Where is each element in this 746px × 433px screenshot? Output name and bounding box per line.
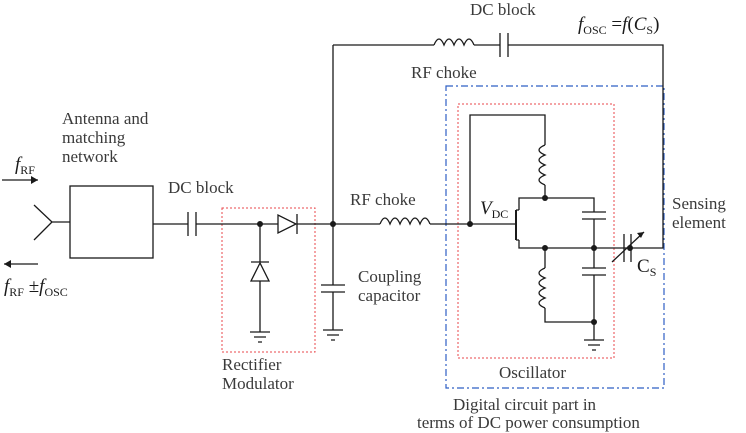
oscillator-inductor-top (538, 144, 547, 186)
dc-block-left-label: DC block (168, 178, 234, 197)
digital-circuit-region (445, 85, 665, 389)
coupling-capacitor-symbol (321, 284, 345, 341)
oscillator-capacitor-upper (582, 211, 606, 248)
v-dc-label: VDC (480, 198, 508, 221)
f-osc-equation: fOSC =f(CS) (578, 14, 659, 37)
oscillator-capacitor-lower (582, 248, 606, 340)
rf-in-arrow (2, 176, 38, 184)
dc-block-top-label: DC block (470, 0, 536, 19)
c-s-label: CS (637, 256, 656, 279)
rf-choke-middle (379, 217, 431, 226)
ground-oscillator (584, 339, 604, 351)
rf-choke-top-label: RF choke (411, 63, 477, 82)
matching-network-box (69, 185, 154, 259)
f-rf-label: fRF (15, 154, 35, 177)
oscillator-label: Oscillator (499, 363, 566, 382)
coupling-capacitor-label-line2: capacitor (358, 286, 421, 305)
rf-choke-middle-label: RF choke (350, 190, 416, 209)
rectifier-modulator-region (221, 207, 316, 353)
series-diode (277, 213, 298, 235)
oscillator-inductor-bottom (538, 267, 547, 309)
sensing-element-label-line1: Sensing (672, 194, 726, 213)
antenna-label-line1: Antenna and (62, 109, 149, 128)
rf-choke-top (433, 38, 475, 47)
shunt-diode (249, 224, 271, 332)
f-rf-pm-f-osc-label: fRF ±fOSC (4, 276, 68, 299)
sensing-element-label-line2: element (672, 213, 726, 232)
antenna-symbol (33, 204, 70, 241)
rf-out-arrow (4, 260, 38, 268)
coupling-capacitor-label-line1: Coupling (358, 267, 422, 286)
oscillator-region (457, 103, 615, 359)
rectifier-label: Rectifier (222, 355, 282, 374)
antenna-label-line3: network (62, 147, 118, 166)
modulator-label: Modulator (222, 374, 294, 393)
digital-circuit-label-line1: Digital circuit part in (453, 395, 597, 414)
dc-block-capacitor-top (499, 33, 509, 57)
digital-circuit-label-line2: terms of DC power consumption (417, 413, 640, 432)
antenna-label-line2: matching (62, 128, 126, 147)
ground-rectifier (250, 331, 270, 343)
dc-block-capacitor-left (187, 212, 197, 236)
